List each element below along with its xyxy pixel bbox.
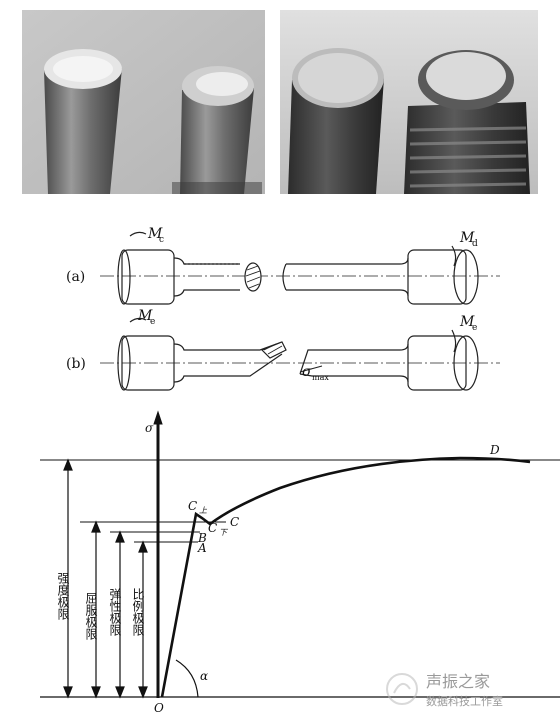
specimen-a xyxy=(100,249,500,305)
moment-arc-icon xyxy=(451,245,457,267)
watermark-line2: 数据科技工作室 xyxy=(426,694,503,708)
elastic-limit-label: 弹性极限 xyxy=(108,588,122,636)
brittle-fracture-photo xyxy=(22,10,265,194)
axis-arrow-icon xyxy=(153,410,163,425)
moment-label-b-left: M xyxy=(137,308,153,324)
row-a-label: (a) xyxy=(66,269,85,285)
moment-sub-b-left: e xyxy=(150,317,155,327)
torsion-specimen-figure: (a) (b) M c M d M e M e σ max xyxy=(66,226,500,391)
specimen-b xyxy=(100,335,500,391)
watermark: 声振之家 数据科技工作室 xyxy=(386,672,503,708)
moment-sub-a-right: d xyxy=(472,239,478,249)
alpha-label: α xyxy=(200,669,208,683)
stress-max-label: σ xyxy=(302,364,312,380)
stress-strain-diagram: 强度极限 屈服极限 弹性极限 比例极限 σ O α A B C 上 C 下 C … xyxy=(40,410,560,715)
point-c-upper-label: C xyxy=(188,499,197,513)
yield-limit-label: 屈服极限 xyxy=(84,592,98,640)
point-b-label: B xyxy=(197,531,207,545)
stress-strain-curve xyxy=(160,456,531,698)
point-c-label: C xyxy=(230,515,239,529)
moment-sub-a-left: c xyxy=(159,235,164,245)
moment-arc-icon xyxy=(129,231,147,237)
watermark-logo-icon xyxy=(386,673,418,705)
origin-label: O xyxy=(154,701,164,715)
limit-dimension-arrows xyxy=(63,458,148,699)
moment-label-b-right: M xyxy=(459,314,475,330)
ductile-fracture-specimens-photo-icon xyxy=(280,10,538,194)
point-c-lower-label: C xyxy=(208,521,217,535)
moment-label-a-right: M xyxy=(459,230,475,246)
ductile-fracture-photo xyxy=(280,10,538,194)
moment-sub-b-right: e xyxy=(472,323,477,333)
alpha-angle-arc xyxy=(175,659,199,698)
proportional-limit-label: 比例极限 xyxy=(131,588,145,636)
watermark-line1: 声振之家 xyxy=(426,672,490,691)
moment-arc-icon xyxy=(451,329,457,353)
stress-max-sub: max xyxy=(312,373,329,382)
point-a-label: A xyxy=(197,541,207,555)
point-d-label: D xyxy=(489,443,500,457)
brittle-fracture-specimens-photo-icon xyxy=(22,10,265,194)
point-c-lower-sub: 下 xyxy=(219,528,229,537)
row-b-label: (b) xyxy=(66,356,86,372)
strength-limit-label: 强度极限 xyxy=(56,572,70,620)
moment-label-a-left: M xyxy=(147,226,163,242)
sigma-axis-label: σ xyxy=(145,421,154,435)
moment-arc-icon xyxy=(129,317,147,323)
point-c-upper-sub: 上 xyxy=(199,506,208,515)
